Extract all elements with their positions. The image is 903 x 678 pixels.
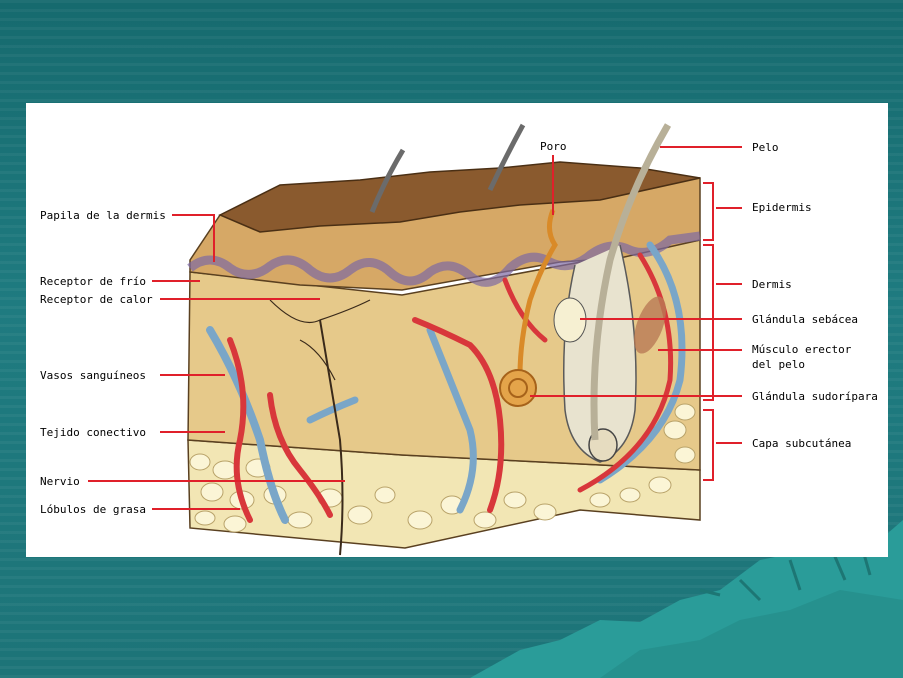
label-musculo-erector: Músculo erector bbox=[752, 343, 852, 356]
erector-muscle bbox=[634, 296, 666, 354]
nerve bbox=[319, 319, 344, 556]
label-glandula-sebacea: Glándula sebácea bbox=[752, 313, 858, 326]
label-leader-lines bbox=[88, 146, 742, 510]
label-poro: Poro bbox=[540, 140, 567, 153]
fat-lobules bbox=[189, 403, 696, 533]
label-receptor-frio: Receptor de frío bbox=[40, 275, 146, 288]
surface-hair-2 bbox=[487, 123, 526, 192]
sweat-gland-duct bbox=[517, 209, 558, 376]
label-nervio: Nervio bbox=[40, 475, 80, 488]
label-receptor-calor: Receptor de calor bbox=[40, 293, 153, 306]
label-pelo: Pelo bbox=[752, 141, 779, 154]
label-vasos-sanguineos: Vasos sanguíneos bbox=[40, 369, 146, 382]
label-dermis: Dermis bbox=[752, 278, 792, 291]
label-capa-subcutanea: Capa subcutánea bbox=[752, 437, 851, 450]
label-papila-dermis: Papila de la dermis bbox=[40, 209, 166, 222]
label-epidermis: Epidermis bbox=[752, 201, 812, 214]
surface-hair-1 bbox=[369, 148, 406, 213]
blood-vessels bbox=[206, 241, 686, 524]
hair-shaft bbox=[590, 123, 672, 441]
label-lobulos-grasa: Lóbulos de grasa bbox=[40, 503, 146, 516]
label-glandula-sudoripara: Glándula sudorípara bbox=[752, 390, 878, 403]
label-tejido-conectivo: Tejido conectivo bbox=[40, 426, 146, 439]
sweat-gland-coil bbox=[499, 369, 537, 407]
dermal-papillae bbox=[187, 231, 701, 287]
skin-surface bbox=[218, 161, 701, 233]
label-del-pelo: del pelo bbox=[752, 358, 805, 371]
